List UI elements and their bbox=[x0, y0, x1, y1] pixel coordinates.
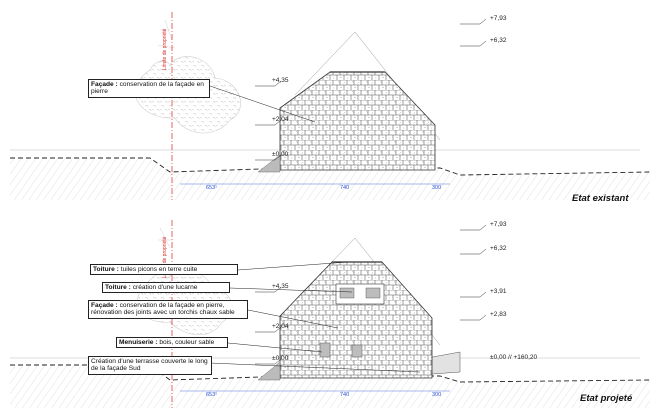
note-title: Toiture : bbox=[105, 284, 131, 291]
state-label-projected: Etat projeté bbox=[580, 393, 633, 404]
dimension-300-existing: 300 bbox=[432, 185, 442, 191]
state-label-existing: Etat existant bbox=[572, 193, 629, 204]
level-6-32-projected: +6,32 bbox=[490, 245, 507, 252]
note-text: bois, couleur sable bbox=[159, 339, 215, 346]
level-0-00-projected: ±0,00 bbox=[272, 355, 289, 362]
dimension-740-existing: 740 bbox=[340, 185, 350, 191]
note-toiture-dormer: Toiture : création d'une lucarne bbox=[102, 282, 230, 294]
note-text: création d'une lucarne bbox=[132, 284, 198, 291]
level-2-04-projected: +2,04 bbox=[272, 323, 289, 330]
property-limit-label-existing: Limite de propriété bbox=[162, 28, 168, 70]
level-7-93-projected: +7,93 bbox=[490, 221, 507, 228]
note-terrace: Création d'une terrasse couverte le long… bbox=[88, 356, 212, 375]
note-facade-projected: Façade : conservation de la façade en pi… bbox=[88, 300, 248, 319]
level-0-00-existing: ±0,00 bbox=[272, 151, 289, 158]
dimension-740-projected: 740 bbox=[340, 392, 350, 398]
note-text: Création d'une terrasse couverte le long… bbox=[91, 358, 208, 373]
note-title: Menuiserie : bbox=[119, 339, 158, 346]
existing-elevation bbox=[10, 12, 650, 200]
ground-projected bbox=[10, 365, 650, 408]
note-toiture-tiles: Toiture : tuiles picons en terre cuite bbox=[90, 264, 238, 276]
level-2-04-existing: +2,04 bbox=[272, 116, 289, 123]
dimension-653-projected: 653¹ bbox=[206, 392, 218, 398]
note-facade-existing: Façade : conservation de la façade en pi… bbox=[88, 79, 210, 98]
level-6-32-existing: +6,32 bbox=[490, 37, 507, 44]
note-menuiserie: Menuiserie : bois, couleur sable bbox=[116, 337, 228, 349]
level-7-93-existing: +7,93 bbox=[490, 15, 507, 22]
ground-existing bbox=[10, 158, 650, 200]
level-2-83-projected: +2,83 bbox=[490, 311, 507, 318]
note-title: Façade : bbox=[91, 81, 118, 88]
note-text: conservation de la façade en pierre bbox=[91, 81, 204, 96]
window bbox=[319, 342, 331, 358]
level-4-35-projected: +4,35 bbox=[272, 283, 289, 290]
level-4-35-existing: +4,35 bbox=[272, 77, 289, 84]
dimension-300-projected: 300 bbox=[432, 392, 442, 398]
house-projected bbox=[279, 261, 433, 379]
note-title: Toiture : bbox=[93, 266, 119, 273]
note-text: conservation de la façade en pierre, rén… bbox=[91, 302, 235, 317]
note-title: Façade : bbox=[91, 302, 118, 309]
dimension-653-existing: 653¹ bbox=[206, 185, 218, 191]
level-3-91-projected: +3,91 bbox=[490, 288, 507, 295]
note-text: tuiles picons en terre cuite bbox=[120, 266, 198, 273]
level-terrace-projected: ±0,00 // +160,20 bbox=[490, 354, 538, 361]
